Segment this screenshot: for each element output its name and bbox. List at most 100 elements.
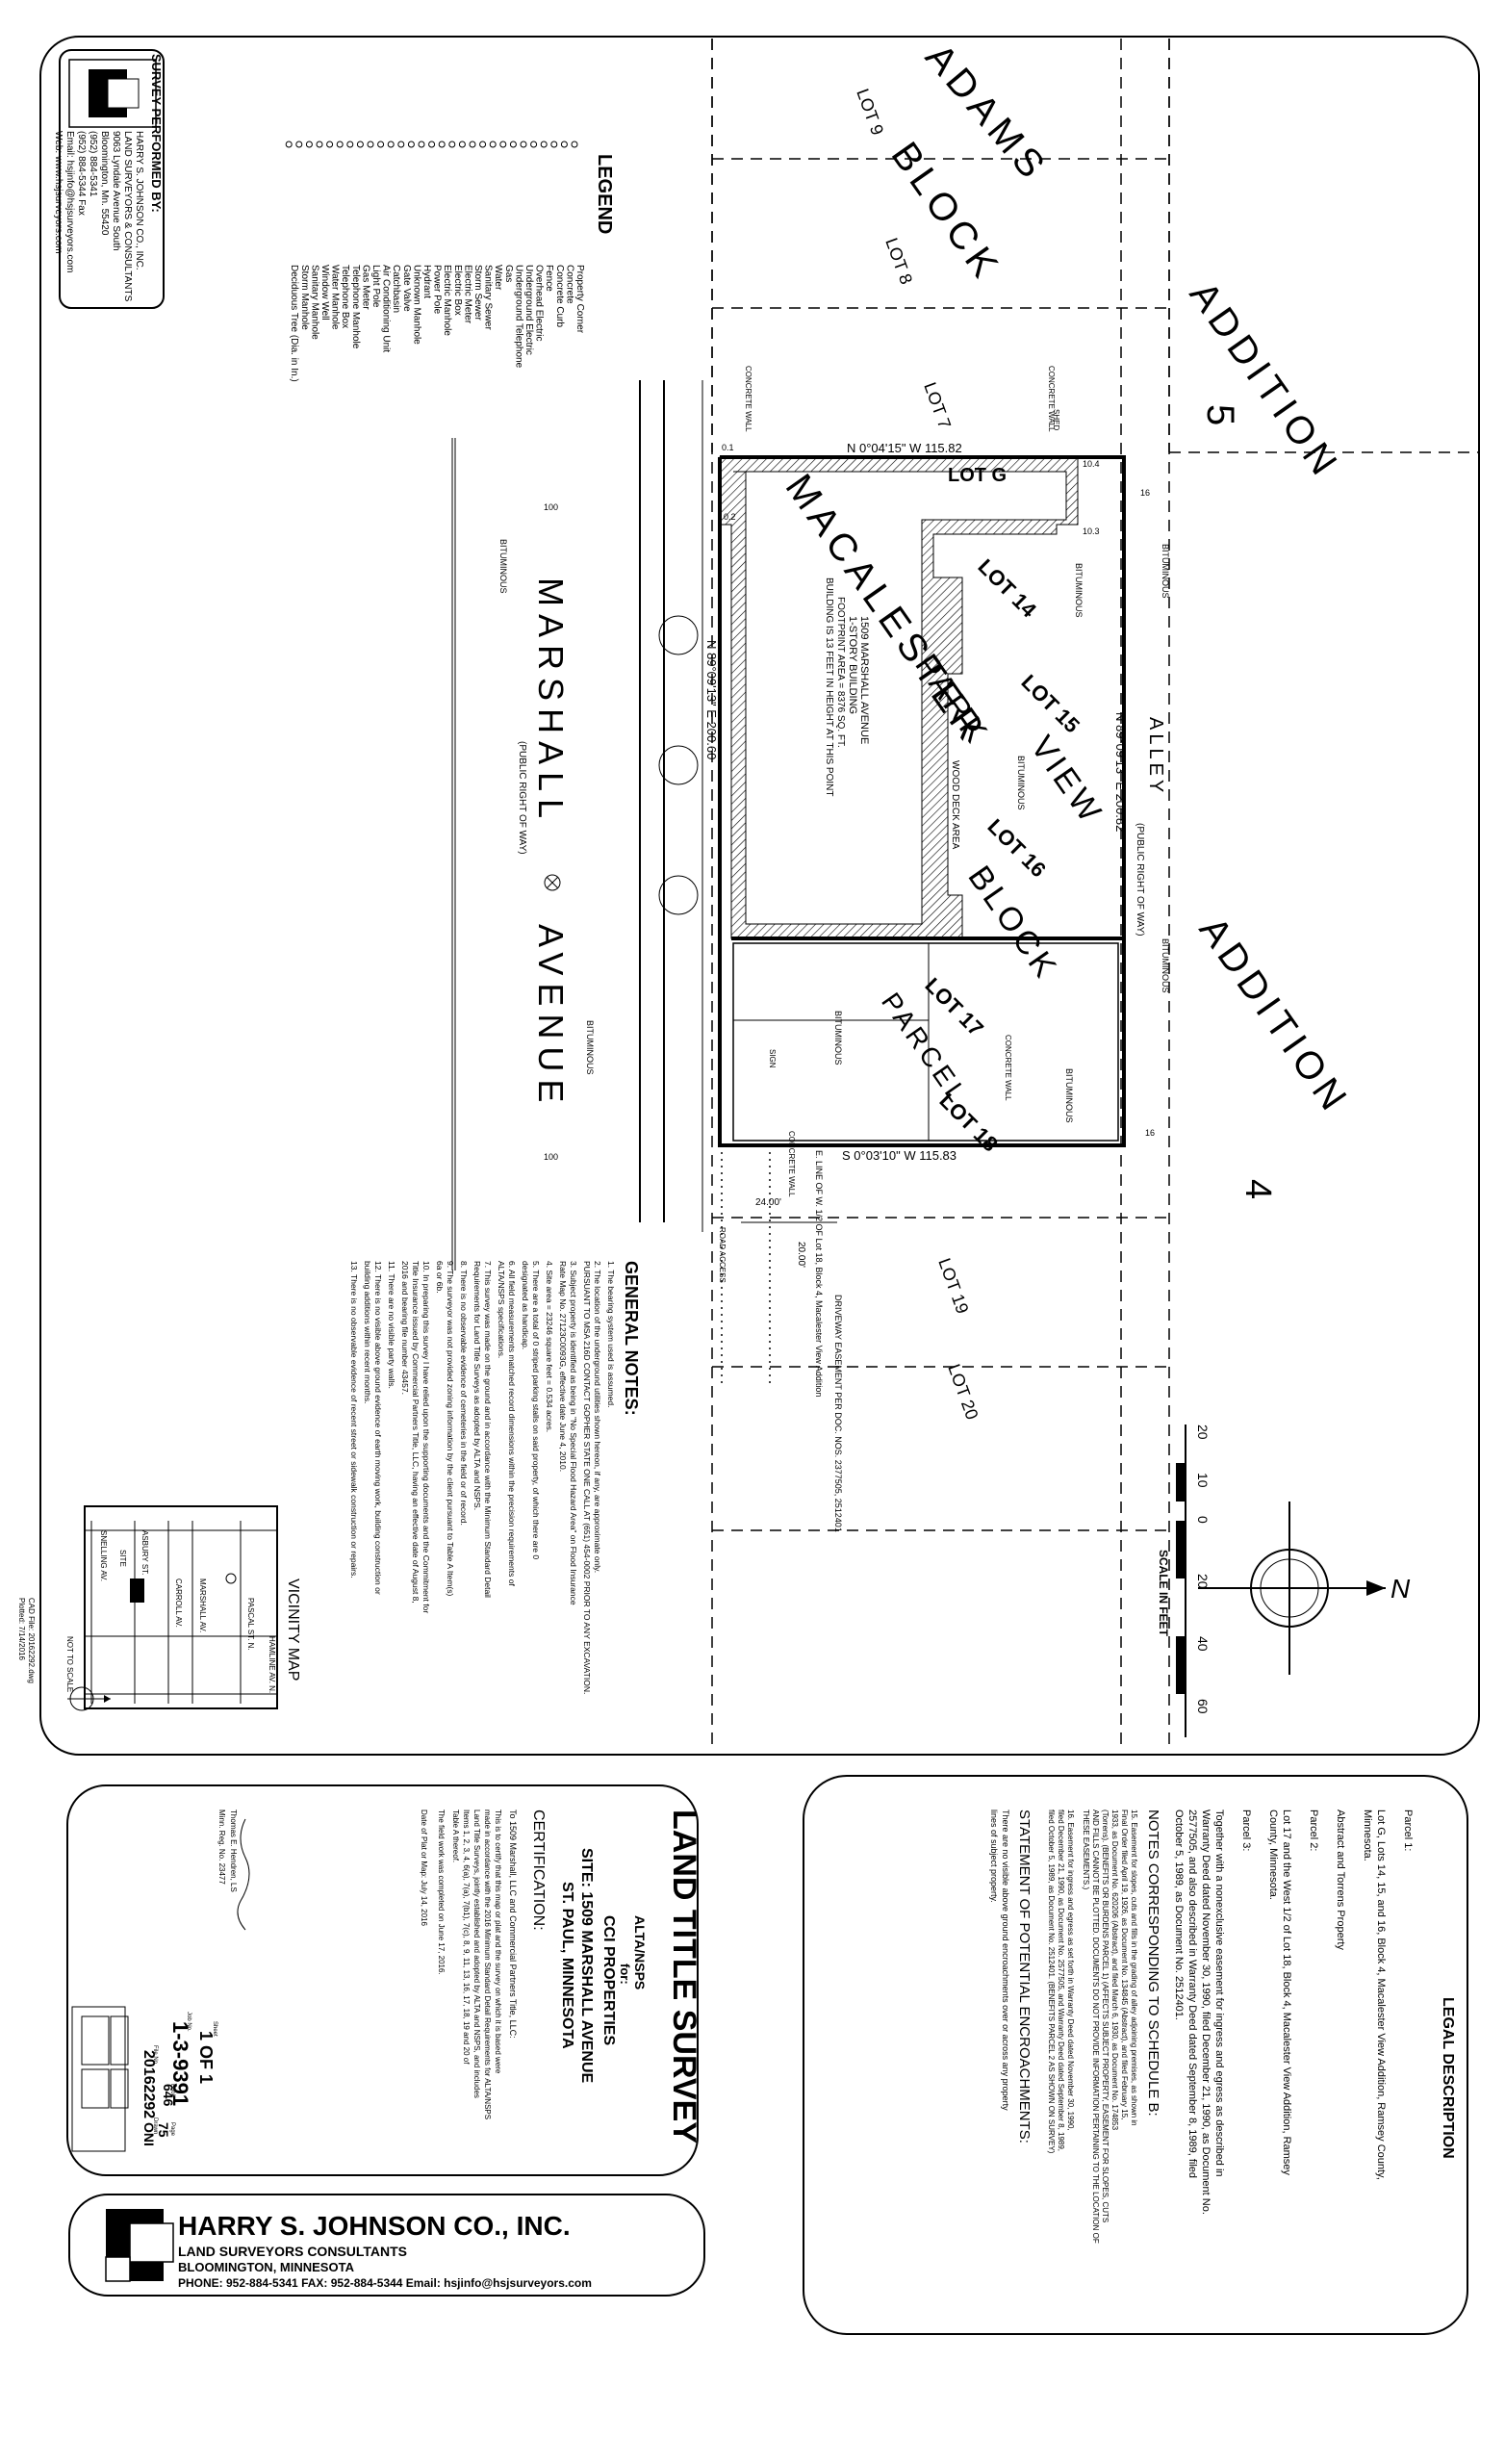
legal-line: Lot G, Lots 14, 15, and 16, Block 4, Mac… xyxy=(1375,1810,1387,2180)
wall-label: CONCRETE WALL xyxy=(787,1131,796,1197)
note-line: 12. There is no visible above ground evi… xyxy=(373,1261,383,1595)
legend-symbol-icon xyxy=(407,141,415,148)
survey-for: for: xyxy=(618,1964,632,1985)
svg-text:BITUMINOUS: BITUMINOUS xyxy=(833,1011,843,1065)
svg-text:FOOTPRINT AREA = 8376 SQ. FT.: FOOTPRINT AREA = 8376 SQ. FT. xyxy=(835,597,846,748)
svg-text:N 89°09'13" E 200.82: N 89°09'13" E 200.82 xyxy=(1113,712,1128,832)
svg-text:VIEW: VIEW xyxy=(1023,730,1110,832)
legend-item: Deciduous Tree (Dia. in In.) xyxy=(289,265,299,382)
legal-line: Parcel 2: xyxy=(1308,1810,1319,1851)
svg-text:BITUMINOUS: BITUMINOUS xyxy=(1074,563,1084,618)
svg-text:SHED: SHED xyxy=(1052,409,1060,430)
note-line: 6. All field measurements matched record… xyxy=(507,1261,517,1586)
legend-item: Sanitary Manhole xyxy=(309,265,319,340)
company-logo-icon xyxy=(105,2209,174,2282)
note-line: building additions within recent months. xyxy=(363,1261,372,1403)
signature xyxy=(237,1818,250,1931)
legend-symbol-icon xyxy=(448,141,456,148)
schedule-line: 1933, as Document No. 620206 (Abstract),… xyxy=(1110,1810,1119,2131)
lot-label: LOT 19 xyxy=(934,1256,972,1317)
note-line: Requirements for Land Title Surveys as a… xyxy=(472,1261,482,1510)
legend-symbol-icon xyxy=(285,141,293,148)
note-line: 7. This survey was made on the ground an… xyxy=(483,1261,493,1598)
lot-label: LOT 7 xyxy=(920,380,955,432)
surveyor-line: Web: www.hsjsurveyors.com xyxy=(53,131,64,254)
cert-title: CERTIFICATION: xyxy=(530,1810,547,1931)
legend-item: Hydrant xyxy=(421,265,432,298)
legend-symbol-icon xyxy=(499,141,507,148)
legal-panel xyxy=(803,1775,1468,2335)
svg-text:1509 MARSHALL AVENUE: 1509 MARSHALL AVENUE xyxy=(858,616,870,744)
surveyor-line: Email: hsjinfo@hsjsurveyors.com xyxy=(64,131,75,272)
svg-text:CONCRETE WALL: CONCRETE WALL xyxy=(1004,1035,1012,1101)
note-line: 3. Subject property is identified as bei… xyxy=(569,1261,578,1605)
legend-item: Underground Electric xyxy=(523,265,534,355)
note-line: 8. There is no observable evidence of ce… xyxy=(459,1261,469,1526)
surveyor-line: 9063 Lyndale Avenue South xyxy=(111,131,121,251)
building-label: 1509 MARSHALL AVENUE 1-STORY BUILDING FO… xyxy=(824,578,870,796)
surveyor-line: (952) 884-5344 Fax xyxy=(76,131,87,216)
legend-symbol-icon xyxy=(509,141,517,148)
legend-item: Property Corner xyxy=(574,265,585,334)
legal-line: Parcel 1: xyxy=(1402,1810,1414,1851)
surveyor-box: SURVEY PERFORMED BY: HARRY S. JOHNSON CO… xyxy=(53,49,165,309)
schedule-line: THESE EASEMENTS.) xyxy=(1082,1810,1090,1889)
svg-text:SNELLING AV.: SNELLING AV. xyxy=(99,1530,108,1581)
cert-line: Table A thereof. xyxy=(451,1810,460,1862)
legend-symbol-icon xyxy=(540,141,548,148)
svg-text:E. LINE OF W. 1/2 OF Lot 18, B: E. LINE OF W. 1/2 OF Lot 18, Block 4, Ma… xyxy=(814,1150,824,1397)
legend-item: Gas xyxy=(503,265,514,282)
survey-subtitle: ALTA/NSPS xyxy=(632,1915,648,1989)
label-4: 4 xyxy=(1237,1179,1278,1199)
legend-item: Concrete Curb xyxy=(554,265,565,327)
sheet-label: Sheet xyxy=(212,2021,217,2037)
scale-bar: SCALE IN FEET 20 10 0 20 40 60 xyxy=(1157,1424,1211,1737)
svg-text:PASCAL ST. N.: PASCAL ST. N. xyxy=(246,1598,255,1651)
legend-item: Unknown Manhole xyxy=(411,265,421,345)
legend-symbol-icon xyxy=(397,141,405,148)
legend-symbol-icon xyxy=(550,141,558,148)
building-footprint xyxy=(719,456,1079,939)
svg-text:BITUMINOUS: BITUMINOUS xyxy=(1161,938,1170,993)
signer-name: Thomas E. Hendren, LS xyxy=(229,1810,238,1892)
surface-label: BITUMINOUS xyxy=(498,539,508,594)
wall-label: CONCRETE WALL xyxy=(1004,1035,1012,1101)
sign-label: SIGN xyxy=(768,1049,777,1068)
svg-text:CONCRETE WALL: CONCRETE WALL xyxy=(1047,366,1056,432)
legend-item: Fence xyxy=(544,265,554,292)
surface-label: BITUMINOUS xyxy=(585,1020,595,1075)
note-line: ALTA/NSPS specifications. xyxy=(497,1261,506,1358)
lot-label: LOT 8 xyxy=(881,236,916,288)
legend-item: Telephone Box xyxy=(340,265,350,328)
legend-item: Air Conditioning Unit xyxy=(381,265,392,352)
cert-line: made in accordance with the 2016 Minimum… xyxy=(483,1810,492,2119)
legend-symbol-icon xyxy=(438,141,446,148)
cert-line: Items 1, 2, 3, 4, 6(a), 7(a), 7(b1), 7(c… xyxy=(462,1810,471,2065)
ordinate-label: 100 xyxy=(544,1152,558,1162)
surveyor-line: Bloomington, Mn. 55420 xyxy=(99,131,110,236)
svg-text:LOT G: LOT G xyxy=(948,465,1007,486)
label-addition: ADDITION xyxy=(1182,274,1348,487)
legal-line: October 5, 1989, as Document No. 2512401… xyxy=(1173,1810,1185,2020)
schedule-line: AND FILLS CANNOT BE PLOTTED. DOCUMENTS D… xyxy=(1091,1810,1100,2244)
note-line: 1. The bearing system used is assumed. xyxy=(606,1261,616,1407)
legend-symbol-icon xyxy=(479,141,487,148)
svg-text:20: 20 xyxy=(1195,1574,1211,1589)
legal-line: Warranty Deed dated November 30, 1990, f… xyxy=(1200,1810,1212,2215)
general-notes: GENERAL NOTES: 1. The bearing system use… xyxy=(349,1261,641,1694)
svg-text:CAD File: 20162292.dwg: CAD File: 20162292.dwg xyxy=(27,1598,36,1683)
svg-text:LOT 7: LOT 7 xyxy=(920,380,955,432)
svg-text:N: N xyxy=(1390,1574,1411,1604)
dim-label: 20.00' xyxy=(796,1242,806,1268)
legend-item: Concrete xyxy=(564,265,574,304)
site-address: SITE: 1509 MARSHALL AVENUE xyxy=(578,1848,595,2084)
svg-text:LOT 14: LOT 14 xyxy=(973,554,1041,623)
legend-item: Gas Meter xyxy=(360,265,370,310)
schedule-line: 16. Easement for ingress and egress as s… xyxy=(1066,1810,1075,2131)
shed-label: SHED xyxy=(1052,409,1060,430)
svg-text:BITUMINOUS: BITUMINOUS xyxy=(1161,544,1170,599)
legend-symbol-icon xyxy=(428,141,436,148)
surface-label: BITUMINOUS xyxy=(833,1011,843,1065)
